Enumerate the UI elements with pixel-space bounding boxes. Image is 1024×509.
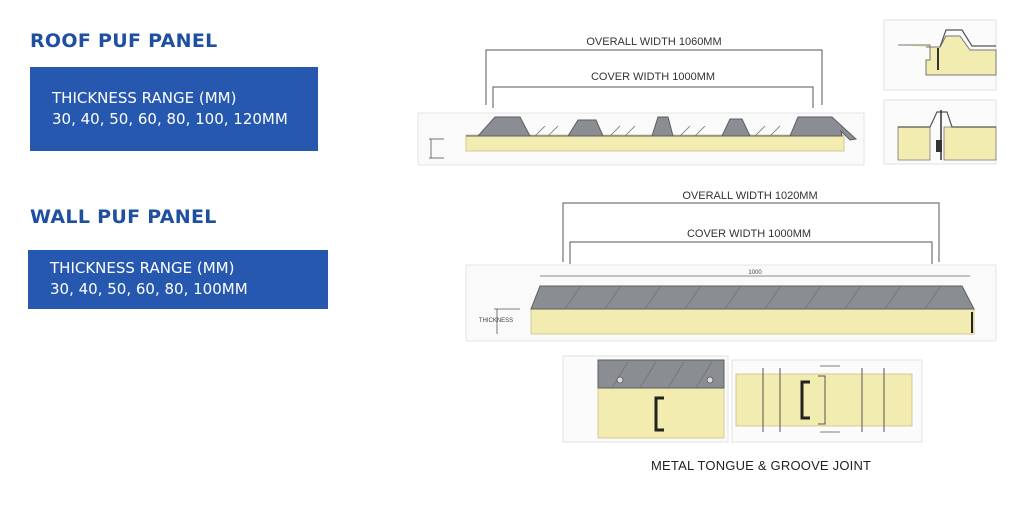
wall-thickness-values: 30, 40, 50, 60, 80, 100MM <box>50 280 248 298</box>
roof-joint-detail-bottom <box>883 99 997 165</box>
wall-panel-drawing: OVERALL WIDTH 1020MM COVER WIDTH 1000MM … <box>465 190 997 342</box>
wall-thickness-dim-label: THICKNESS <box>479 318 513 324</box>
wall-inner-dim-label: 1000 <box>748 270 762 276</box>
roof-panel-drawing: OVERALL WIDTH 1060MM COVER WIDTH 1000MM <box>417 36 865 166</box>
roof-joint-detail-top <box>883 19 997 91</box>
roof-thickness-values: 30, 40, 50, 60, 80, 100, 120MM <box>52 110 288 128</box>
roof-panel-heading: ROOF PUF PANEL <box>30 30 218 52</box>
wall-panel-heading: WALL PUF PANEL <box>30 206 217 228</box>
roof-thickness-label: THICKNESS RANGE (MM) <box>52 89 237 107</box>
wall-thickness-label: THICKNESS RANGE (MM) <box>50 259 235 277</box>
wall-cover-width-label: COVER WIDTH 1000MM <box>687 228 811 240</box>
wall-overall-width-label: OVERALL WIDTH 1020MM <box>682 190 817 202</box>
wall-thickness-box: THICKNESS RANGE (MM) 30, 40, 50, 60, 80,… <box>28 250 328 309</box>
tongue-groove-detail-left <box>562 355 729 443</box>
roof-cover-width-label: COVER WIDTH 1000MM <box>591 71 715 83</box>
joint-caption: METAL TONGUE & GROOVE JOINT <box>651 458 872 473</box>
roof-overall-width-label: OVERALL WIDTH 1060MM <box>586 36 721 48</box>
tongue-groove-detail-right <box>731 359 923 443</box>
roof-thickness-box: THICKNESS RANGE (MM) 30, 40, 50, 60, 80,… <box>30 67 318 151</box>
